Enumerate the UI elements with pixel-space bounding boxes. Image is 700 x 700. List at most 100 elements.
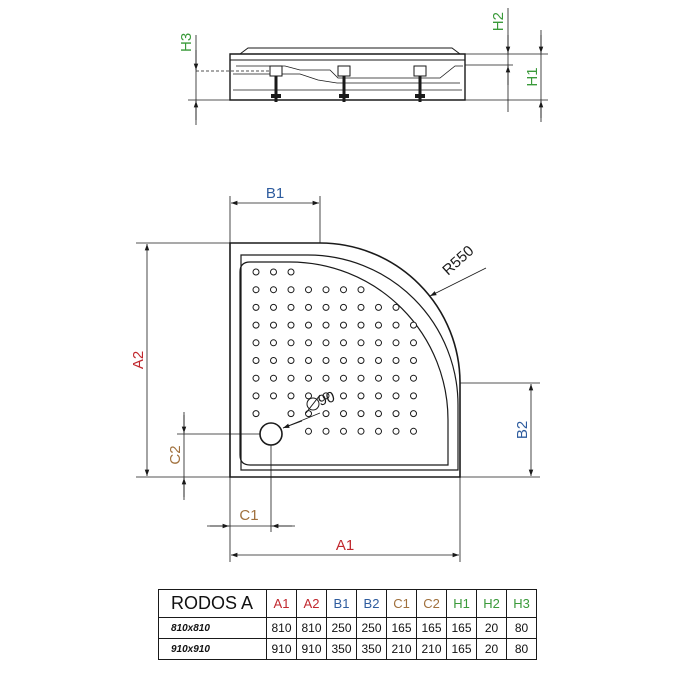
dimple bbox=[410, 339, 417, 347]
dimple bbox=[357, 410, 365, 418]
table-header-row: RODOS A A1 A2 B1 B2 C1 C2 H1 H2 H3 bbox=[158, 589, 537, 618]
diameter-symbol bbox=[305, 394, 321, 414]
dimple bbox=[392, 427, 400, 435]
dimple bbox=[322, 374, 330, 382]
dimple bbox=[357, 339, 365, 347]
dimple bbox=[410, 392, 417, 400]
row-size: 810x810 bbox=[158, 617, 267, 639]
dimple bbox=[340, 410, 347, 418]
dimple bbox=[340, 392, 347, 400]
dimple bbox=[322, 410, 330, 418]
dimension-table: RODOS A A1 A2 B1 B2 C1 C2 H1 H2 H3 810x8… bbox=[158, 589, 537, 660]
dimple bbox=[410, 374, 417, 382]
header-a2: A2 bbox=[296, 589, 327, 618]
adjustable-foot bbox=[337, 65, 351, 102]
header-b2: B2 bbox=[356, 589, 387, 618]
dimple bbox=[287, 339, 295, 347]
dimple bbox=[410, 321, 417, 329]
label-b1: B1 bbox=[266, 185, 284, 202]
dimple bbox=[305, 410, 312, 418]
dimple bbox=[357, 303, 365, 311]
table-cell: 810 bbox=[296, 617, 327, 639]
dimple bbox=[252, 286, 260, 294]
dimple bbox=[287, 374, 295, 382]
dimple bbox=[357, 392, 365, 400]
drain-hole bbox=[259, 422, 283, 446]
dimple bbox=[252, 357, 260, 364]
dimple bbox=[375, 321, 382, 329]
anti-slip-dimples bbox=[252, 268, 417, 435]
table-cell: 165 bbox=[416, 617, 447, 639]
dimple bbox=[375, 357, 382, 364]
label-radius: R550 bbox=[439, 242, 477, 279]
side-view: H3 H2 H1 bbox=[178, 8, 548, 125]
dimple bbox=[270, 286, 277, 294]
dimple bbox=[392, 410, 400, 418]
table-cell: 810 bbox=[266, 617, 297, 639]
dimple bbox=[375, 410, 382, 418]
label-h3: H3 bbox=[178, 33, 195, 52]
header-h2: H2 bbox=[476, 589, 507, 618]
dimple bbox=[410, 427, 417, 435]
dimple bbox=[252, 303, 260, 311]
table-cell: 250 bbox=[356, 617, 387, 639]
dimple bbox=[270, 392, 277, 400]
dimple bbox=[357, 357, 365, 364]
table-cell: 350 bbox=[356, 638, 387, 660]
dimple bbox=[340, 286, 347, 294]
dimple bbox=[305, 357, 312, 364]
dimple bbox=[357, 374, 365, 382]
dimple bbox=[305, 374, 312, 382]
dimple bbox=[375, 427, 382, 435]
dimple bbox=[375, 339, 382, 347]
dimple bbox=[322, 357, 330, 364]
table-cell: 165 bbox=[386, 617, 417, 639]
label-h1: H1 bbox=[524, 67, 541, 86]
dimple bbox=[270, 321, 277, 329]
dimple bbox=[252, 268, 260, 276]
label-b2: B2 bbox=[514, 421, 531, 439]
model-name: RODOS A bbox=[158, 589, 267, 618]
table-cell: 165 bbox=[446, 617, 477, 639]
dimple bbox=[340, 303, 347, 311]
dimple bbox=[305, 427, 312, 435]
dimple bbox=[287, 410, 295, 418]
dimple bbox=[252, 339, 260, 347]
dimple bbox=[322, 427, 330, 435]
dimple bbox=[252, 374, 260, 382]
dimple bbox=[375, 303, 382, 311]
dimple bbox=[270, 268, 277, 276]
header-c2: C2 bbox=[416, 589, 447, 618]
table-row: 810x810 810 810 250 250 165 165 165 20 8… bbox=[158, 617, 537, 639]
header-c1: C1 bbox=[386, 589, 417, 618]
dimple bbox=[357, 321, 365, 329]
header-b1: B1 bbox=[326, 589, 357, 618]
label-c1: C1 bbox=[239, 507, 258, 524]
dimple bbox=[305, 392, 312, 400]
dimple bbox=[322, 303, 330, 311]
dimple bbox=[287, 268, 295, 276]
adjustable-foot bbox=[413, 65, 427, 102]
dimple bbox=[305, 321, 312, 329]
dimple bbox=[357, 286, 365, 294]
dimple bbox=[340, 374, 347, 382]
dimple bbox=[340, 427, 347, 435]
label-a1: A1 bbox=[336, 537, 354, 554]
dimple bbox=[410, 357, 417, 364]
dimple bbox=[340, 321, 347, 329]
table-cell: 80 bbox=[506, 638, 537, 660]
dimple bbox=[392, 357, 400, 364]
dimple bbox=[410, 410, 417, 418]
dimple bbox=[252, 392, 260, 400]
dimple bbox=[270, 303, 277, 311]
dimple bbox=[305, 286, 312, 294]
label-c2: C2 bbox=[167, 445, 184, 464]
dimple bbox=[392, 374, 400, 382]
table-cell: 910 bbox=[266, 638, 297, 660]
dimple bbox=[392, 303, 400, 311]
dimple bbox=[305, 303, 312, 311]
dimple bbox=[340, 357, 347, 364]
table-cell: 350 bbox=[326, 638, 357, 660]
dimple bbox=[287, 357, 295, 364]
